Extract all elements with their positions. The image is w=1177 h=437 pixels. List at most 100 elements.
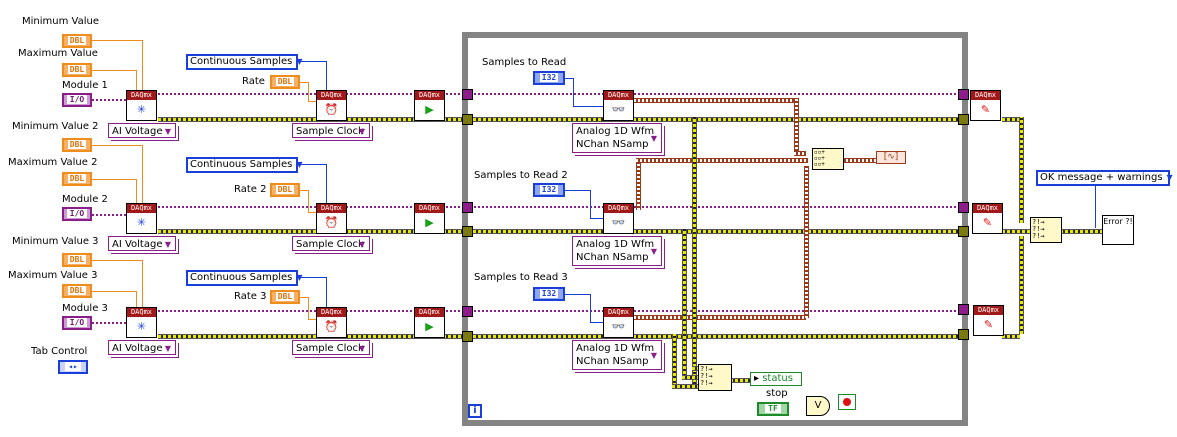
rate-wire-1v: [308, 82, 309, 102]
loop-condition-terminal[interactable]: [838, 394, 856, 410]
dialog-mode-wire: [1095, 184, 1096, 228]
module-3-control[interactable]: I/O: [62, 316, 92, 330]
daqmx-start-task-2[interactable]: DAQmx ▶: [414, 203, 445, 234]
daqmx-create-channel-3[interactable]: DAQmx ✳: [126, 307, 157, 338]
task-wire-2: [158, 206, 968, 208]
max-value-1-control[interactable]: DBL: [62, 63, 92, 77]
min-value-2-control[interactable]: DBL: [62, 138, 92, 152]
mode-wire-1v: [326, 61, 327, 90]
daqmx-start-task-1[interactable]: DAQmx ▶: [414, 90, 445, 121]
sample-clock-selector-1[interactable]: Sample Clock▼: [292, 123, 370, 138]
error-wire-1: [158, 117, 968, 122]
daqmx-timing-3[interactable]: DAQmx ⏰: [316, 307, 347, 338]
merge-errors-node[interactable]: ?!→?!→?!→: [1030, 217, 1062, 243]
min-value-3-control[interactable]: DBL: [62, 253, 92, 267]
rate-2-control[interactable]: DBL: [270, 183, 300, 197]
samples-wire-2h: [590, 218, 603, 219]
error-out-1v: [1019, 117, 1024, 223]
min-wire-1v: [142, 40, 143, 90]
stop-button-terminal[interactable]: TF: [757, 402, 789, 416]
clock-icon: ⏰: [324, 320, 339, 333]
rate-wire-2: [300, 190, 308, 191]
simple-error-handler[interactable]: Error ?!: [1102, 215, 1134, 245]
samples-to-read-1-control[interactable]: I32: [533, 71, 565, 85]
daqmx-read-2[interactable]: DAQmx 👓: [603, 203, 634, 234]
ai-voltage-selector-2[interactable]: AI Voltage▼: [108, 236, 176, 251]
task-tunnel-right-1: [958, 89, 969, 100]
mode-wire-2: [298, 164, 326, 165]
error-tunnel-right-2: [958, 226, 969, 237]
mode-wire-3: [298, 277, 326, 278]
sample-clock-selector-2[interactable]: Sample Clock▼: [292, 236, 370, 251]
daqmx-read-1[interactable]: DAQmx 👓: [603, 90, 634, 121]
module-3-label: Module 3: [62, 303, 108, 314]
sample-mode-3[interactable]: Continuous Samples▼: [186, 270, 303, 286]
max-value-2-control[interactable]: DBL: [62, 172, 92, 186]
samples-wire-3: [565, 294, 590, 295]
rate-1-control[interactable]: DBL: [270, 75, 300, 89]
daqmx-read-3[interactable]: DAQmx 👓: [603, 307, 634, 338]
task-wire-3: [158, 310, 968, 312]
daqmx-clear-task-3[interactable]: DAQmx ✎: [973, 305, 1004, 336]
or-function[interactable]: V: [806, 396, 830, 416]
waveform-graph-terminal[interactable]: [∿]: [876, 151, 906, 164]
sample-mode-1[interactable]: Continuous Samples▼: [186, 54, 303, 70]
status-indicator: ▸ status: [750, 372, 802, 386]
task-tunnel-right-3: [958, 304, 969, 315]
rate-wire-3: [300, 297, 308, 298]
waveform-wire-2: [636, 158, 808, 163]
eraser-icon: ✎: [982, 216, 993, 229]
glasses-icon: 👓: [611, 216, 626, 229]
error-branch-3: [672, 334, 677, 386]
daqmx-timing-1[interactable]: DAQmx ⏰: [316, 90, 347, 121]
min-wire-3: [92, 260, 143, 261]
daqmx-start-task-3[interactable]: DAQmx ▶: [414, 307, 445, 338]
daqmx-timing-2[interactable]: DAQmx ⏰: [316, 203, 347, 234]
loop-iteration-terminal: i: [468, 404, 482, 418]
eraser-icon: ✎: [983, 318, 994, 331]
min-value-1-control[interactable]: DBL: [62, 34, 92, 48]
error-out-3: [1002, 334, 1020, 339]
start-icon: ▶: [425, 320, 434, 333]
daqmx-clear-task-1[interactable]: DAQmx ✎: [970, 90, 1001, 121]
waveform-wire-1v: [794, 98, 799, 153]
samples-to-read-2-control[interactable]: I32: [533, 183, 565, 197]
rate-3-label: Rate 3: [234, 291, 267, 302]
sample-clock-selector-3[interactable]: Sample Clock▼: [292, 340, 370, 355]
samples-wire-1v: [573, 78, 574, 106]
min-value-3-label: Minimum Value 3: [12, 236, 99, 247]
max-value-2-label: Maximum Value 2: [8, 157, 98, 168]
module-2-control[interactable]: I/O: [62, 207, 92, 221]
sample-mode-2[interactable]: Continuous Samples▼: [186, 157, 303, 173]
daqmx-create-channel-1[interactable]: DAQmx ✳: [126, 90, 157, 121]
tab-control-terminal[interactable]: ◂▸: [58, 360, 88, 374]
max-value-3-control[interactable]: DBL: [62, 284, 92, 298]
error-dialog-mode[interactable]: OK message + warnings▼: [1036, 170, 1173, 186]
min-value-1-label: Minimum Value: [22, 16, 99, 27]
tab-control-label: Tab Control: [31, 346, 88, 357]
build-array-node[interactable]: ▫▫+▫▫+▫▫+: [812, 148, 844, 170]
ai-voltage-selector-1[interactable]: AI Voltage▼: [108, 123, 176, 138]
error-final: [1060, 229, 1102, 234]
rate-wire-3v: [308, 297, 309, 319]
error-tunnel-right-1: [958, 114, 969, 125]
rate-wire-1h: [308, 101, 318, 102]
samples-to-read-3-control[interactable]: I32: [533, 287, 565, 301]
create-channel-icon: ✳: [136, 216, 147, 229]
ai-voltage-selector-3[interactable]: AI Voltage▼: [108, 340, 176, 355]
rate-3-control[interactable]: DBL: [270, 290, 300, 304]
merge-errors-node-loop[interactable]: ?!→?!→?!→: [698, 364, 732, 391]
daqmx-clear-task-2[interactable]: DAQmx ✎: [972, 203, 1003, 234]
samples-to-read-3-label: Samples to Read 3: [474, 272, 568, 283]
rate-1-label: Rate: [242, 76, 265, 87]
samples-wire-1h: [573, 106, 603, 107]
task-tunnel-right-2: [958, 202, 969, 213]
create-channel-icon: ✳: [136, 103, 147, 116]
max-wire-3v: [136, 291, 137, 307]
error-merge-out: [730, 378, 750, 383]
module-1-control[interactable]: I/O: [62, 93, 92, 107]
daqmx-create-channel-2[interactable]: DAQmx ✳: [126, 203, 157, 234]
